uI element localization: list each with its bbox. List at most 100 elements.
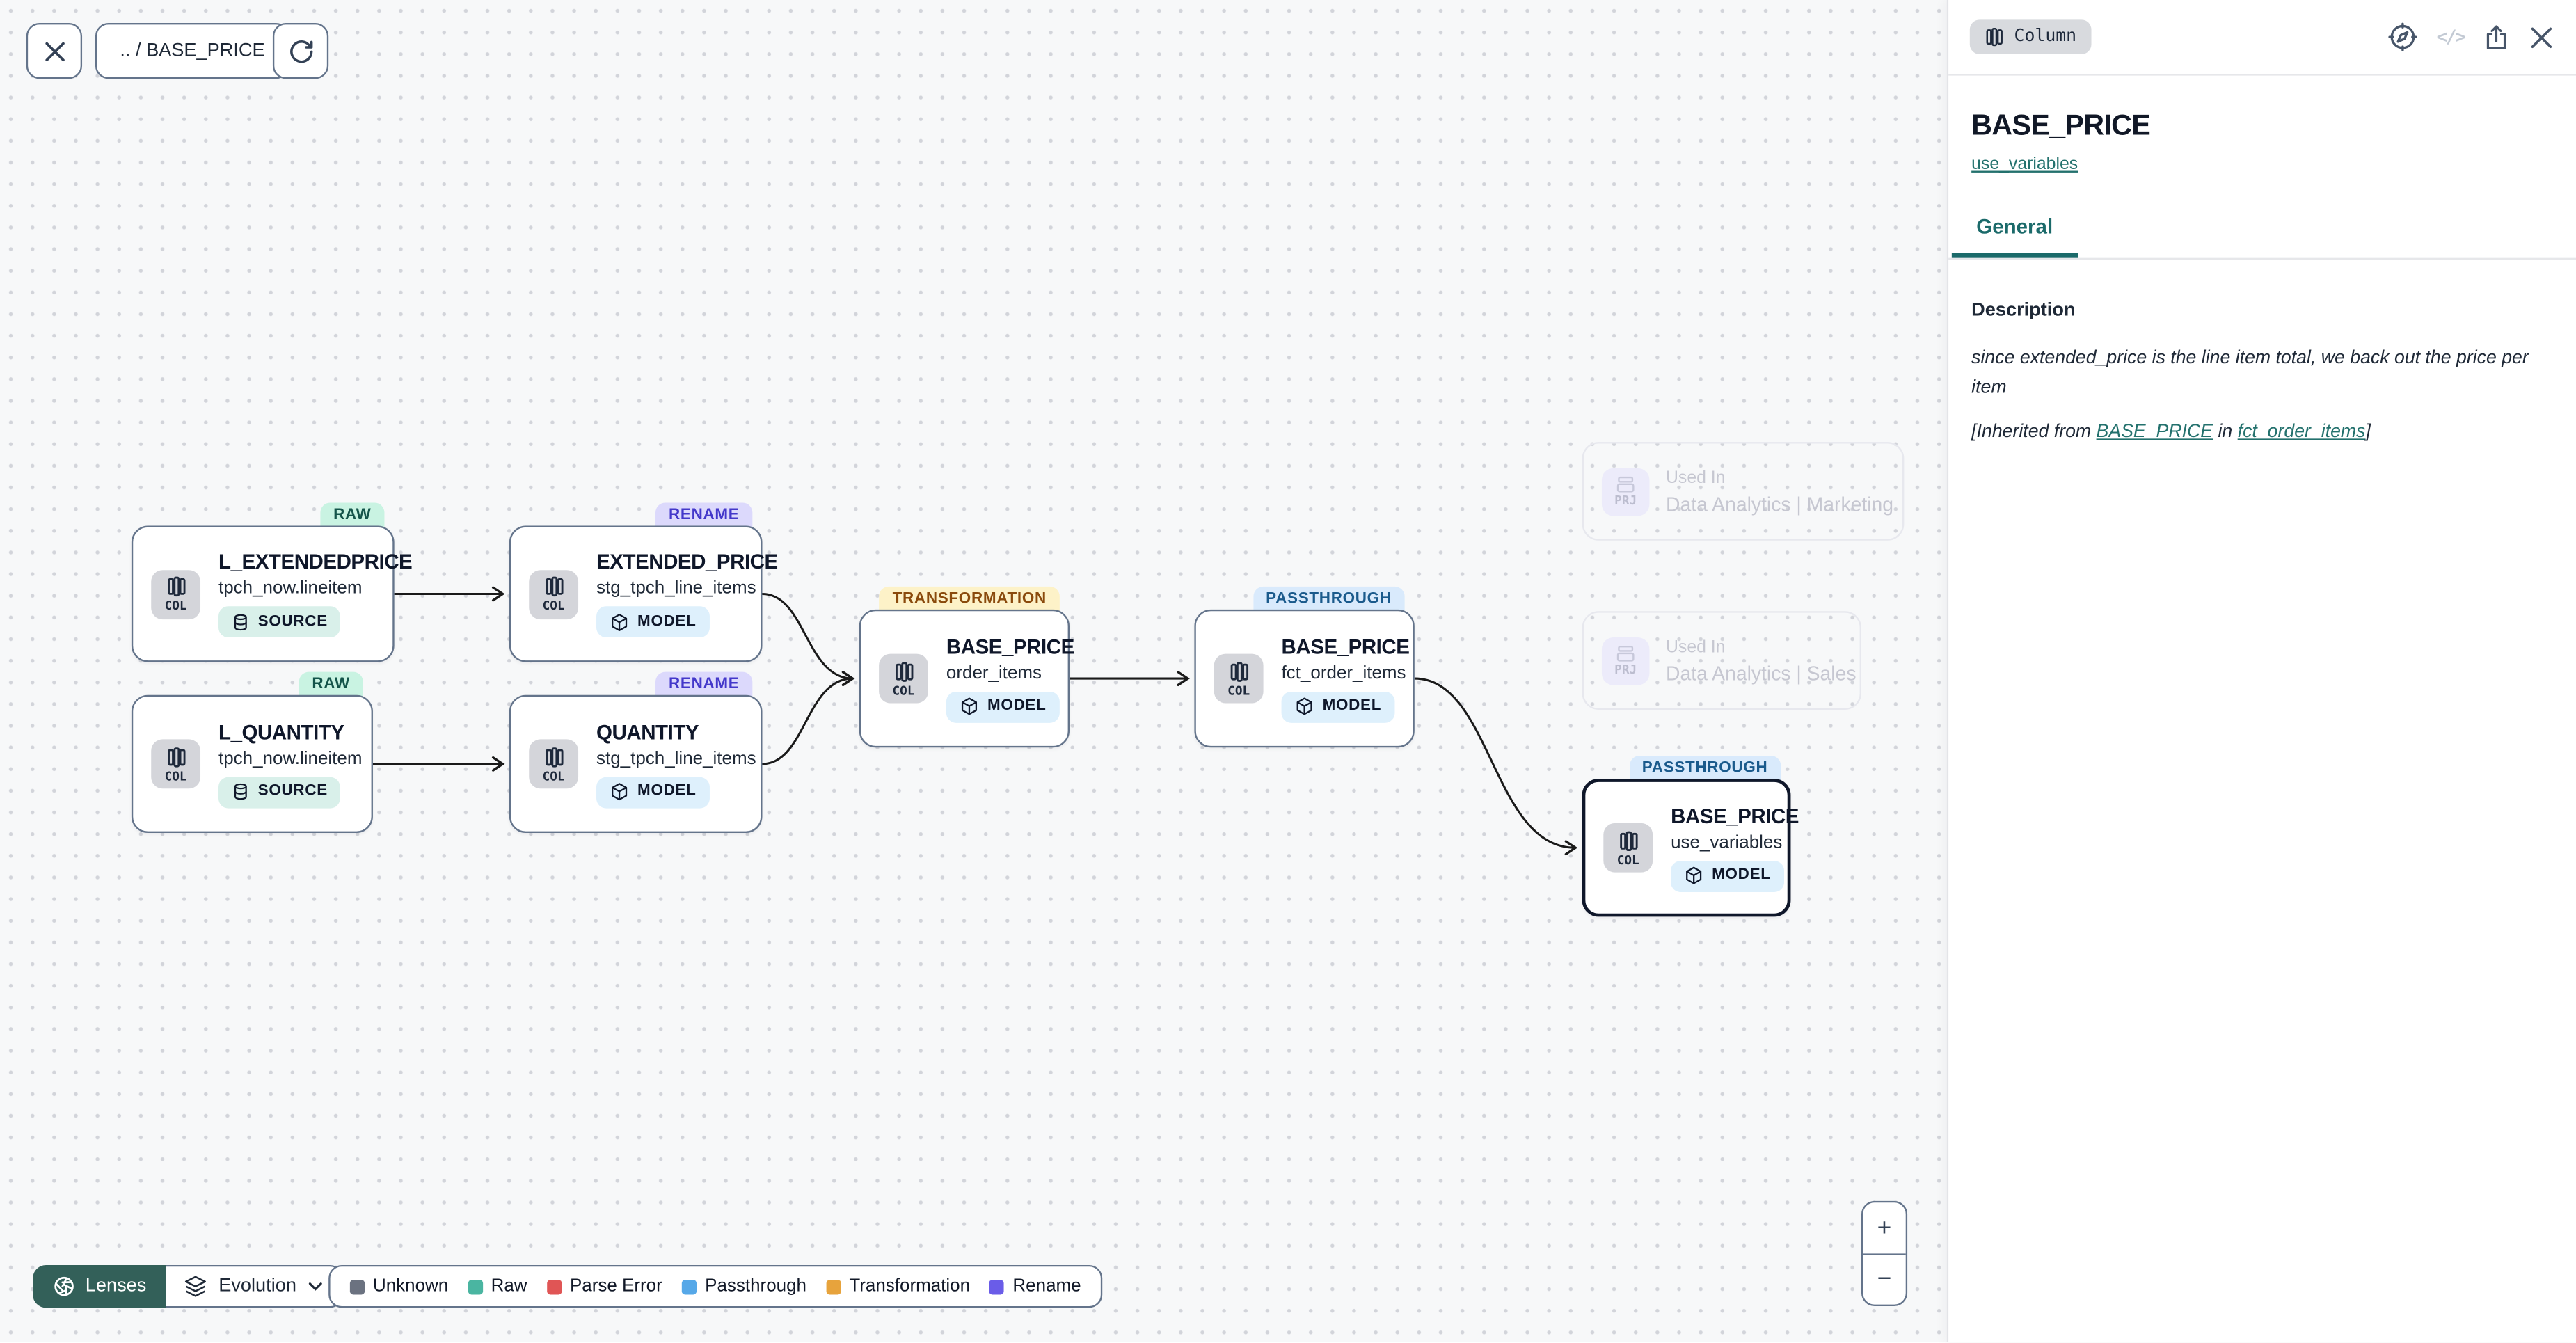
model-link[interactable]: use_variables <box>1971 154 2078 175</box>
close-lineage-button[interactable] <box>26 23 83 79</box>
legend-label: Unknown <box>372 1276 449 1296</box>
node-kind-label: MODEL <box>1712 866 1771 884</box>
chip-label: PRJ <box>1614 662 1637 678</box>
close-icon <box>42 38 66 63</box>
legend-item-unknown: Unknown <box>349 1276 449 1296</box>
chip-label: COL <box>1227 683 1250 698</box>
close-icon[interactable] <box>2529 24 2555 50</box>
node-subtitle: tpch_now.lineitem <box>218 578 363 598</box>
panel-tabs: General <box>1948 212 2576 260</box>
inherited-prefix: [Inherited from <box>1971 422 2097 443</box>
columns-icon <box>165 575 186 598</box>
refresh-button[interactable] <box>272 23 329 79</box>
cube-icon <box>1294 697 1314 716</box>
project-icon <box>1615 644 1637 664</box>
database-icon <box>232 612 250 631</box>
legend-swatch <box>826 1279 841 1294</box>
chip-label: COL <box>164 768 187 784</box>
node-subtitle: use_variables <box>1671 832 1783 852</box>
node-kind-label: MODEL <box>1322 697 1382 715</box>
lens-mode-label: Evolution <box>218 1276 296 1296</box>
project-name: Data Analytics | Marketing <box>1666 492 1894 516</box>
column-type-chip: COL <box>879 653 928 704</box>
node-subtitle: stg_tpch_line_items <box>596 748 756 768</box>
lineage-edges <box>372 586 1578 856</box>
compass-icon[interactable] <box>2387 22 2419 53</box>
node-title: L_EXTENDEDPRICE <box>218 550 413 573</box>
node-kind-label: SOURCE <box>257 612 328 631</box>
lens-mode-select[interactable]: Evolution <box>166 1264 344 1308</box>
columns-icon <box>1228 660 1250 683</box>
inherited-mid: in <box>2213 422 2238 443</box>
project-name: Data Analytics | Sales <box>1666 661 1857 685</box>
layers-icon <box>184 1275 207 1298</box>
zoom-in-button[interactable]: + <box>1863 1202 1906 1255</box>
tab-general[interactable]: General <box>1951 215 2078 258</box>
node-subtitle: stg_tpch_line_items <box>596 578 756 598</box>
project-chip: PRJ <box>1601 636 1650 685</box>
project-icon <box>1615 475 1637 495</box>
node-kind-pill: SOURCE <box>218 606 341 638</box>
column-type-chip: COL <box>1214 653 1264 704</box>
node-kind-pill: MODEL <box>946 690 1060 722</box>
legend-item-passthrough: Passthrough <box>682 1276 806 1296</box>
legend-item-parse-error: Parse Error <box>546 1276 662 1296</box>
inherited-model-link[interactable]: fct_order_items <box>2237 422 2366 443</box>
share-icon[interactable] <box>2482 22 2510 51</box>
node-title: BASE_PRICE <box>1281 635 1410 658</box>
ghost-project-node: PRJ Used In Data Analytics | Sales <box>1582 611 1861 710</box>
lenses-button[interactable]: Lenses <box>33 1264 166 1308</box>
legend-label: Raw <box>491 1276 527 1296</box>
columns-icon <box>543 575 564 598</box>
entity-type-badge: Column <box>1969 19 2092 54</box>
zoom-out-button[interactable]: − <box>1877 1265 1892 1294</box>
breadcrumb[interactable]: .. / BASE_PRICE <box>95 23 290 79</box>
lenses-label: Lenses <box>85 1276 147 1296</box>
inherited-column-link[interactable]: BASE_PRICE <box>2096 422 2213 443</box>
columns-icon <box>1617 829 1639 852</box>
project-chip: PRJ <box>1601 467 1650 516</box>
column-type-chip: COL <box>151 569 201 619</box>
lens-legend: Unknown Raw Parse Error Passthrough Transfor… <box>328 1264 1103 1308</box>
used-in-label: Used In <box>1666 467 1726 488</box>
used-in-label: Used In <box>1666 636 1726 657</box>
chip-label: COL <box>542 598 565 614</box>
chevron-down-icon <box>308 1278 324 1295</box>
cube-icon <box>1684 866 1703 885</box>
cube-icon <box>610 612 629 631</box>
details-panel: Column </> <box>1946 0 2576 1343</box>
description-text: since extended_price is the line item to… <box>1971 348 2529 397</box>
column-type-chip: COL <box>151 739 201 789</box>
node-title: L_QUANTITY <box>218 720 344 744</box>
page-title: BASE_PRICE <box>1971 108 2151 142</box>
zoom-control: + − <box>1861 1200 1908 1306</box>
code-icon[interactable]: </> <box>2436 26 2466 48</box>
chip-label: PRJ <box>1614 493 1637 509</box>
node-title: BASE_PRICE <box>1671 804 1799 827</box>
legend-label: Rename <box>1012 1276 1081 1296</box>
legend-label: Transformation <box>849 1276 971 1296</box>
inherited-note: [Inherited from BASE_PRICE in fct_order_… <box>1971 419 2530 447</box>
inherited-suffix: ] <box>2365 422 2371 443</box>
chip-label: COL <box>164 598 187 614</box>
chip-label: COL <box>892 683 915 698</box>
legend-swatch <box>349 1279 365 1294</box>
node-title: EXTENDED_PRICE <box>596 550 778 573</box>
legend-label: Parse Error <box>569 1276 662 1296</box>
legend-swatch <box>546 1279 562 1294</box>
columns-icon <box>893 660 914 683</box>
